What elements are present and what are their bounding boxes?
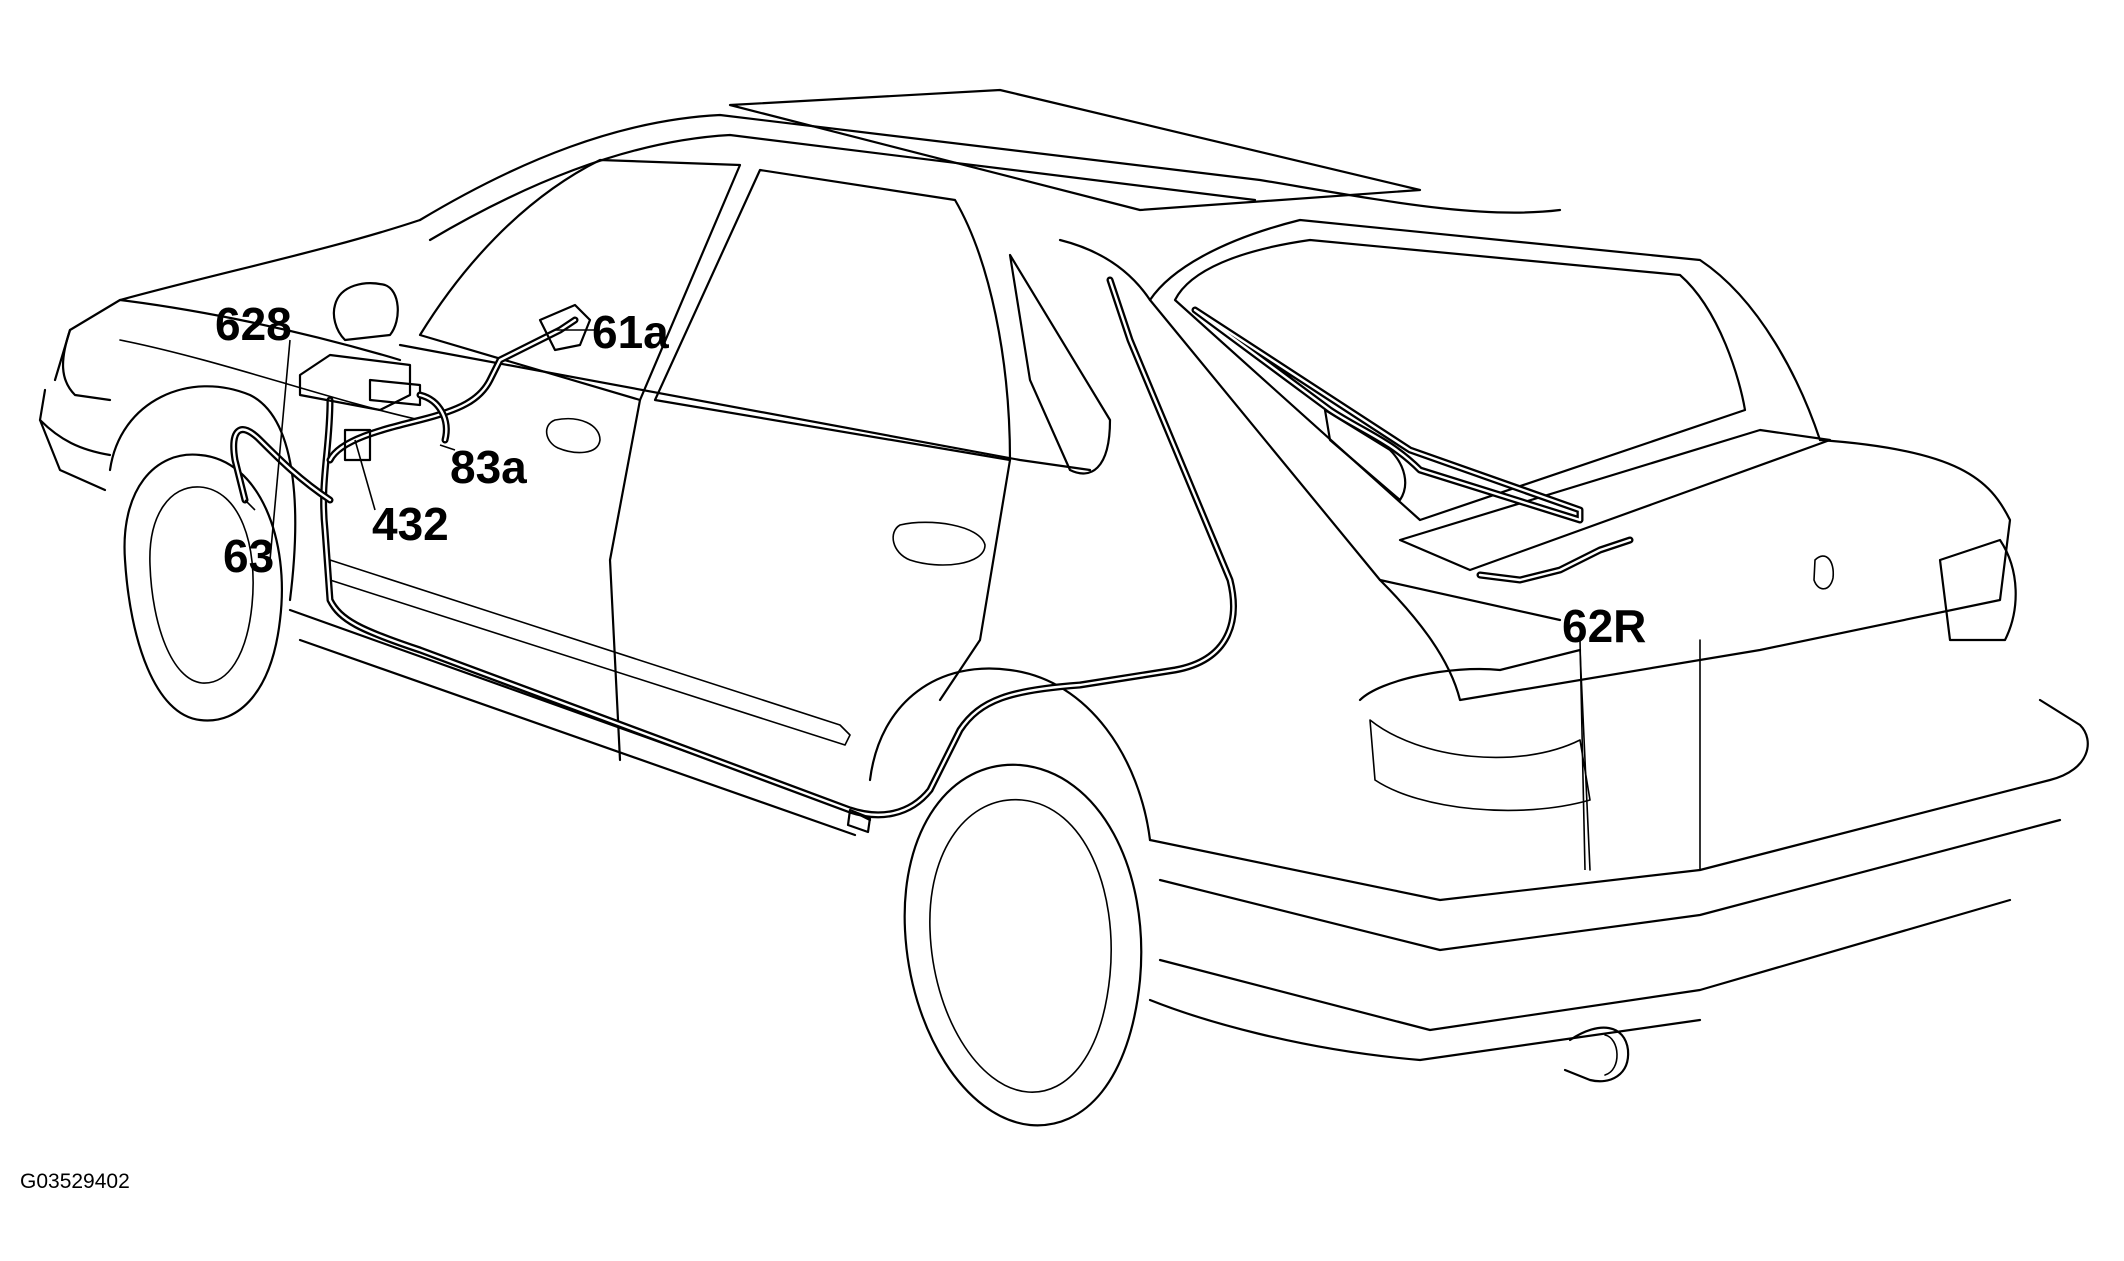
leader-62R xyxy=(1579,639,1586,871)
leader-628 xyxy=(269,339,291,561)
callout-63: 63 xyxy=(223,530,274,582)
callout-62R: 62R xyxy=(1562,600,1646,652)
leader-432 xyxy=(354,439,376,511)
figure-code: G03529402 xyxy=(20,1170,130,1193)
leader-83a xyxy=(439,444,456,451)
leader-63 xyxy=(244,499,256,511)
callout-628: 628 xyxy=(215,298,292,350)
callout-83a: 83a xyxy=(450,441,527,493)
wiring-harness xyxy=(230,276,1634,834)
callout-labels: 628 61a 83a 432 63 62R xyxy=(215,298,1646,652)
callout-61a: 61a xyxy=(592,306,669,358)
callout-432: 432 xyxy=(372,498,449,550)
car-body xyxy=(38,88,2089,1127)
leader-lines xyxy=(244,329,1586,871)
